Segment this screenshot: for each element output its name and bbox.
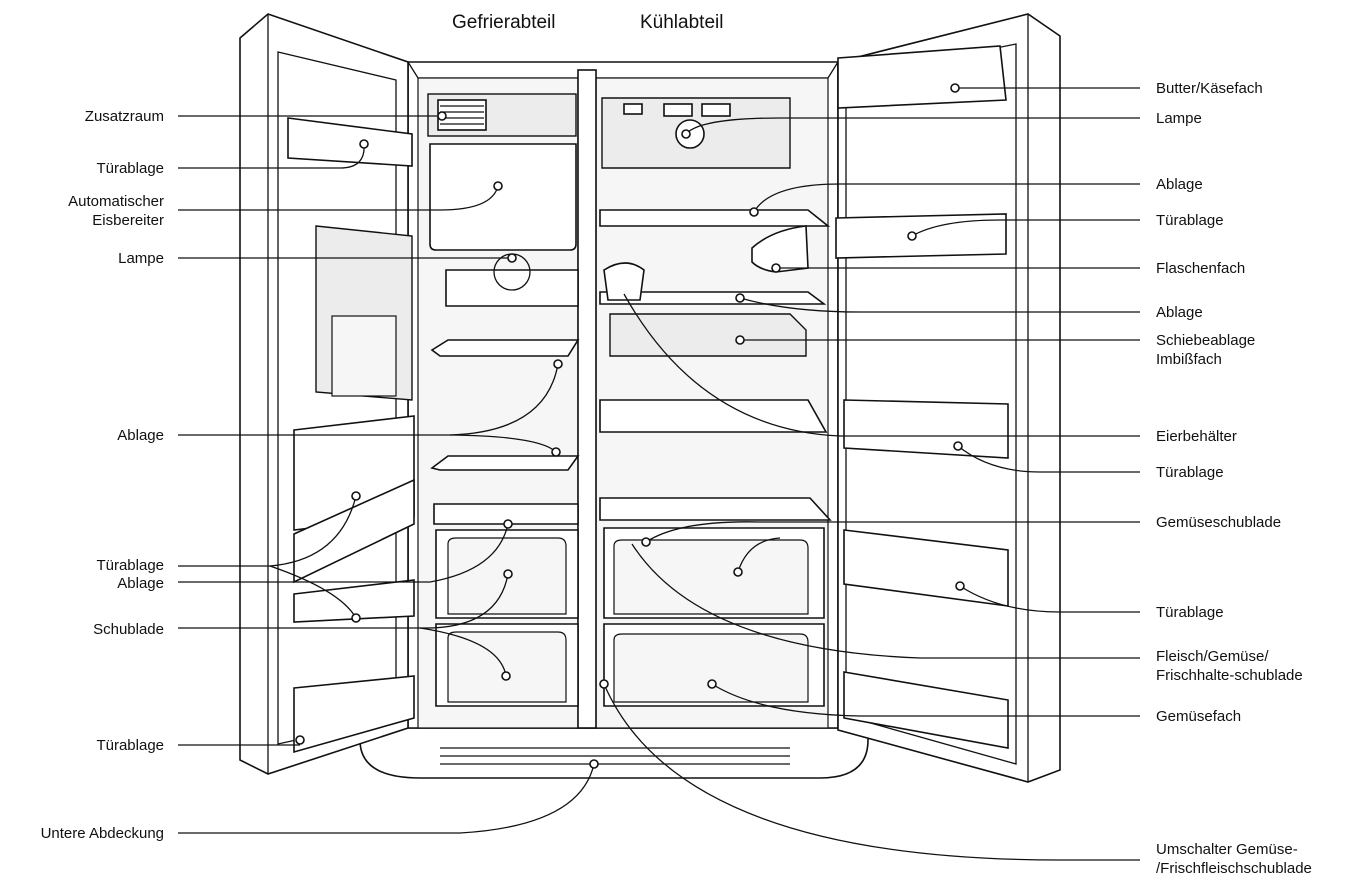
- label-tuerablage-right-1: Türablage: [1156, 212, 1224, 229]
- label-flaschenfach: Flaschenfach: [1156, 260, 1246, 277]
- label-eisbereiter-line1: Automatischer: [68, 193, 164, 210]
- callout-dots: [295, 83, 965, 769]
- label-ablage-right-2: Ablage: [1156, 304, 1203, 321]
- fridge-shelf-2: [599, 291, 827, 305]
- label-lampe-right: Lampe: [1156, 110, 1202, 127]
- bottom-cover-shape: [359, 727, 869, 779]
- freezer-shelf-1: [430, 339, 580, 357]
- label-tuerablage-2: Türablage: [96, 557, 164, 574]
- label-untere-abdeckung: Untere Abdeckung: [40, 825, 164, 842]
- label-ablage-left: Ablage: [117, 427, 164, 444]
- left-door-bin-4: [293, 579, 415, 623]
- freezer-lamp-shape: [445, 269, 579, 307]
- center-divider: [577, 69, 597, 729]
- label-fleisch-line1: Fleisch/Gemüse/: [1156, 648, 1269, 665]
- fridge-shelf-1: [599, 209, 831, 227]
- right-door-bin-2: [843, 399, 1009, 459]
- leader-lines: [178, 87, 1140, 861]
- left-door-bin-1: [287, 117, 413, 167]
- right-door: [837, 13, 1061, 783]
- label-gemueseschublade: Gemüseschublade: [1156, 514, 1282, 531]
- freezer-title: Gefrierabteil: [452, 12, 556, 33]
- label-gemuesefach: Gemüsefach: [1156, 708, 1242, 725]
- label-tuerablage-1: Türablage: [96, 160, 164, 177]
- left-door-bin-5: [293, 675, 415, 754]
- label-tuerablage-right-3: Türablage: [1156, 604, 1224, 621]
- right-door-bin-4: [843, 671, 1009, 749]
- freezer-shelf-2: [430, 455, 580, 471]
- right-door-butter-bin: [837, 45, 1007, 109]
- right-door-bin-1: [835, 213, 1007, 259]
- label-schiebeablage-line1: Schiebeablage: [1156, 332, 1256, 349]
- label-tuerablage-3: Türablage: [96, 737, 164, 754]
- bottle-holder-shape: [751, 225, 809, 273]
- label-tuerablage-right-2: Türablage: [1156, 464, 1224, 481]
- label-umschalter-line1: Umschalter Gemüse-: [1156, 841, 1298, 858]
- fridge-title: Kühlabteil: [640, 12, 724, 33]
- label-eisbereiter-line2: Eisbereiter: [92, 212, 164, 229]
- ice-maker-shape: [429, 143, 577, 251]
- egg-container-shape: [603, 262, 645, 301]
- fridge-shelf-3: [599, 399, 828, 433]
- label-umschalter-line2: /Frischfleischschublade: [1156, 860, 1312, 877]
- label-fleisch-line2: Frischhalte-schublade: [1156, 667, 1303, 684]
- label-zusatzraum: Zusatzraum: [84, 108, 164, 125]
- label-lampe-left: Lampe: [118, 250, 164, 267]
- label-schublade: Schublade: [93, 621, 164, 638]
- left-door-bin-3: [293, 478, 415, 584]
- label-ablage-2: Ablage: [117, 575, 164, 592]
- crisper-cover: [599, 497, 832, 521]
- label-butter-kaesefach: Butter/Käsefach: [1156, 80, 1263, 97]
- label-ablage-right-1: Ablage: [1156, 176, 1203, 193]
- label-eierbehaelter: Eierbehälter: [1156, 428, 1237, 445]
- label-schiebeablage-line2: Imbißfach: [1156, 351, 1222, 368]
- freezer-drawer-top-shelf: [433, 503, 579, 525]
